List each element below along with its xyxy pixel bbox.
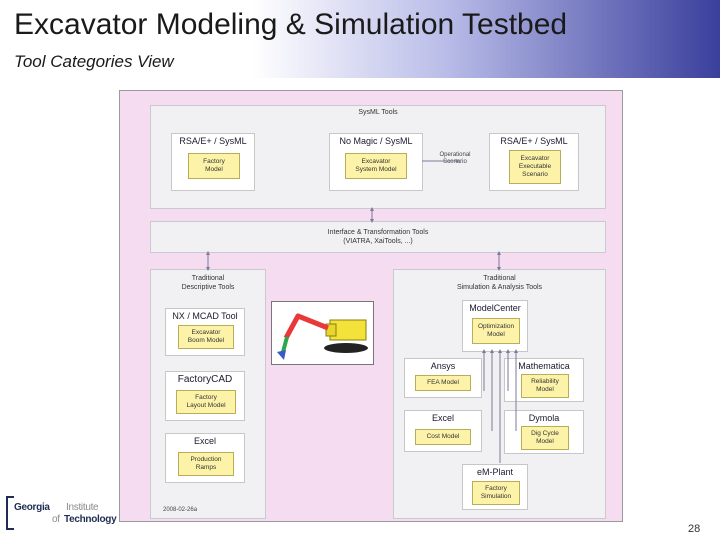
dymola-tool: Dymola Dig Cycle Model bbox=[504, 410, 584, 454]
slide-title: Excavator Modeling & Simulation Testbed bbox=[14, 8, 568, 41]
excel-descriptive-tool: Excel Production Ramps bbox=[165, 433, 245, 483]
emplant-tool: eM-Plant Factory Simulation bbox=[462, 464, 528, 510]
excel-simulation-tool: Excel Cost Model bbox=[404, 410, 482, 452]
tool-name: eM-Plant bbox=[476, 467, 513, 477]
tool-name: FactoryCAD bbox=[177, 374, 233, 385]
dig-cycle-model: Dig Cycle Model bbox=[521, 426, 569, 450]
factorycad-tool: FactoryCAD Factory Layout Model bbox=[165, 371, 245, 421]
tool-name: Excel bbox=[193, 436, 216, 446]
factory-simulation: Factory Simulation bbox=[472, 481, 520, 505]
tool-name: No Magic / SysML bbox=[339, 136, 413, 146]
excavator-system-model: Excavator System Model bbox=[345, 153, 407, 179]
tool-name: Ansys bbox=[430, 361, 456, 371]
logo-line1-suffix: Institute bbox=[66, 502, 99, 513]
tool-name: NX / MCAD Tool bbox=[172, 311, 238, 321]
mathematica-tool: Mathematica Reliability Model bbox=[504, 358, 584, 402]
excavator-arm bbox=[281, 336, 289, 353]
excavator-executable-scenario: Excavator Executable Scenario bbox=[509, 150, 561, 184]
title-band bbox=[0, 0, 720, 78]
excavator-bucket bbox=[277, 350, 286, 360]
page-number: 28 bbox=[688, 523, 701, 535]
reliability-model: Reliability Model bbox=[521, 374, 569, 398]
sysml-tools-title: SysML Tools bbox=[358, 109, 398, 116]
simulation-tools-title: Traditional Simulation & Analysis Tools bbox=[456, 275, 543, 291]
tool-name: Excel bbox=[431, 413, 454, 423]
logo-bracket-icon bbox=[6, 496, 14, 530]
operational-scenario-label: Operational Scenario bbox=[439, 152, 471, 165]
interface-title: Interface & Transformation Tools bbox=[327, 229, 429, 236]
excavator-illustration bbox=[271, 301, 374, 365]
nomagic-sysml-tool: No Magic / SysML Excavator System Model bbox=[329, 133, 423, 191]
nx-mcad-tool: NX / MCAD Tool Excavator Boom Model bbox=[165, 308, 245, 356]
optimization-model: Optimization Model bbox=[472, 318, 520, 344]
logo-line2: Technology bbox=[64, 514, 117, 525]
interface-subtitle: (VIATRA, XaiTools, ...) bbox=[343, 238, 413, 245]
fea-model: FEA Model bbox=[415, 375, 471, 391]
diagram-date: 2008-02-26a bbox=[163, 507, 198, 513]
georgia-tech-logo: Georgia Institute of Technology bbox=[4, 494, 117, 532]
factory-model: Factory Model bbox=[188, 153, 240, 179]
excavator-boom-model: Excavator Boom Model bbox=[178, 325, 234, 349]
rsa-sysml-scenario-tool: RSA/E+ / SysML Excavator Executable Scen… bbox=[489, 133, 579, 191]
sysml-tools-panel: SysML Tools RSA/E+ / SysML Factory Model… bbox=[150, 105, 606, 209]
excavator-track bbox=[324, 343, 368, 353]
cost-model: Cost Model bbox=[415, 429, 471, 445]
descriptive-tools-title: Traditional Descriptive Tools bbox=[181, 275, 235, 291]
ansys-tool: Ansys FEA Model bbox=[404, 358, 482, 398]
tool-categories-diagram: SysML Tools RSA/E+ / SysML Factory Model… bbox=[119, 90, 623, 522]
rsa-sysml-factory-tool: RSA/E+ / SysML Factory Model bbox=[171, 133, 255, 191]
logo-line2-prefix: of bbox=[52, 514, 60, 525]
tool-name: Dymola bbox=[528, 413, 560, 423]
logo-line1: Georgia bbox=[14, 502, 50, 513]
tool-name: ModelCenter bbox=[469, 303, 521, 313]
factory-layout-model: Factory Layout Model bbox=[176, 390, 236, 414]
slide-subtitle: Tool Categories View bbox=[14, 52, 174, 71]
tool-name: RSA/E+ / SysML bbox=[179, 136, 247, 146]
simulation-tools-panel: Traditional Simulation & Analysis Tools … bbox=[393, 269, 606, 519]
connector-arrows bbox=[206, 159, 518, 463]
tool-name: Mathematica bbox=[518, 361, 570, 371]
production-ramps: Production Ramps bbox=[178, 452, 234, 476]
excavator-cab bbox=[325, 323, 337, 337]
tool-name: RSA/E+ / SysML bbox=[500, 136, 568, 146]
modelcenter-tool: ModelCenter Optimization Model bbox=[462, 300, 528, 352]
interface-transformation-panel: Interface & Transformation Tools (VIATRA… bbox=[150, 221, 606, 253]
descriptive-tools-panel: Traditional Descriptive Tools NX / MCAD … bbox=[150, 269, 266, 519]
excavator-boom bbox=[283, 313, 329, 340]
